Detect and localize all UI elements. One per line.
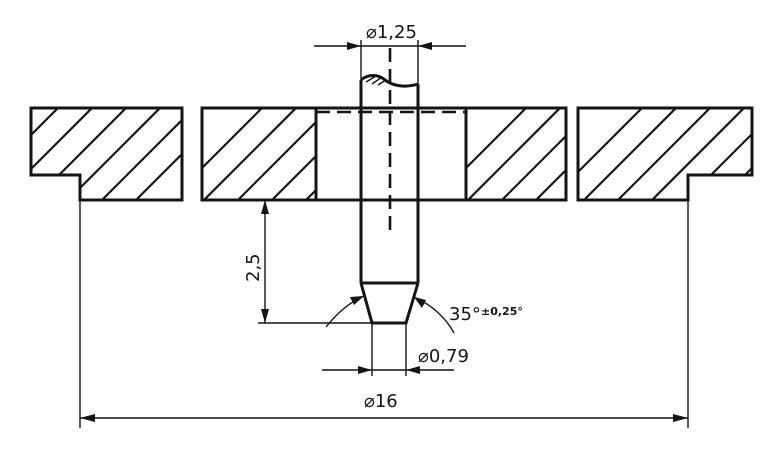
tip-diameter-label: ⌀0,79 (418, 346, 469, 367)
center-lines (316, 48, 466, 232)
dim-tip-diameter: ⌀0,79 (322, 323, 469, 376)
dim-overall-diameter: ⌀16 (79, 200, 689, 428)
height-label: 2,5 (243, 253, 264, 282)
angle-label: 35° (449, 304, 481, 325)
overall-diameter-label: ⌀16 (364, 391, 398, 412)
hatching-left-inner (202, 108, 316, 200)
hatching-left-outer (31, 108, 182, 200)
angle-tolerance-label: ±0,25° (481, 305, 523, 318)
pin-diameter-label: ⌀1,25 (366, 22, 417, 43)
pin-break-hatch (365, 75, 387, 86)
plate-right-inner (464, 106, 568, 202)
pin (359, 74, 420, 325)
plate-left-outer (29, 106, 184, 202)
dim-pin-diameter: ⌀1,25 (314, 22, 466, 84)
hatching-right-inner (466, 108, 566, 200)
dim-angle: 35° ±0,25° (325, 295, 523, 334)
hatching-right-outer (578, 108, 752, 200)
plate-left-inner (200, 106, 318, 202)
dim-height: 2,5 (243, 200, 372, 324)
pin-tip (359, 282, 420, 325)
plate-right-outer (576, 106, 754, 202)
